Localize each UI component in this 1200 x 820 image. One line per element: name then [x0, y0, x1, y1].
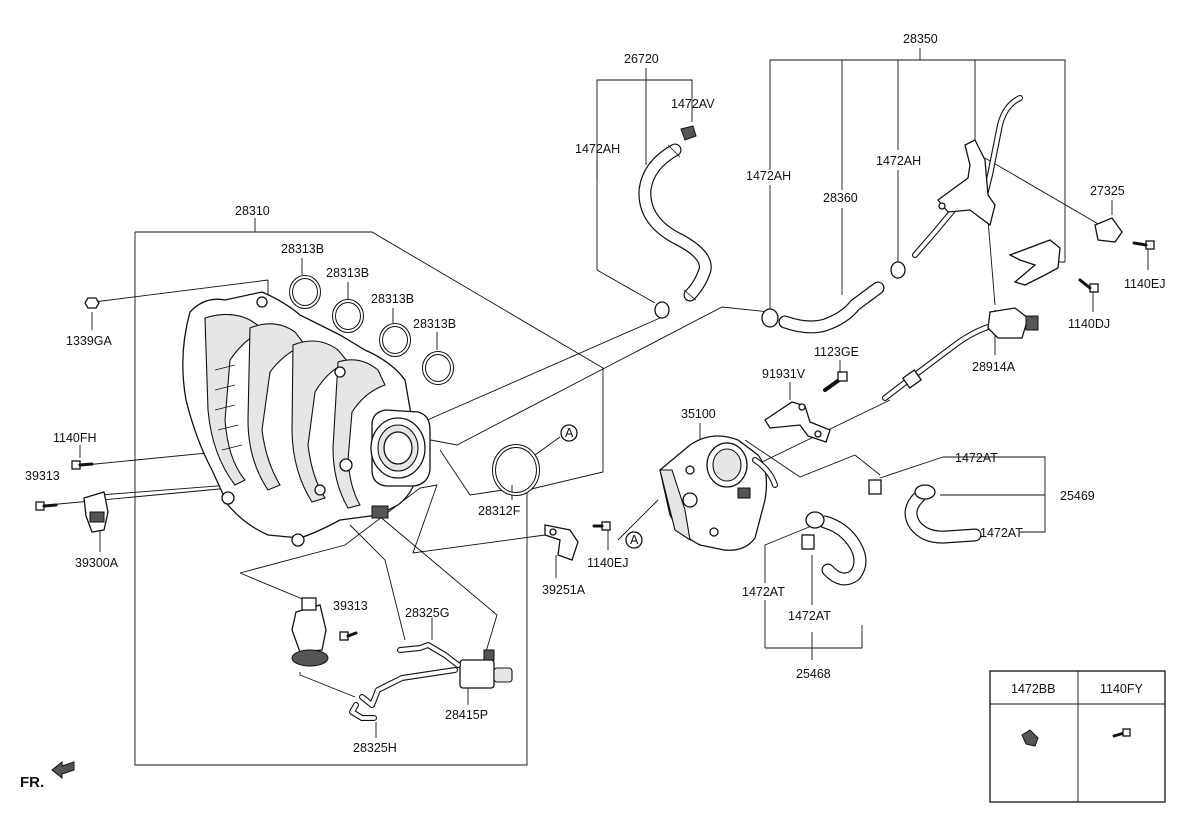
label-28415P: 28415P	[445, 708, 488, 722]
legend-table	[989, 670, 1166, 803]
label-1472AH-c: 1472AH	[876, 154, 921, 168]
label-39251A: 39251A	[542, 583, 586, 597]
throttle-gasket	[492, 444, 540, 496]
vacuum-tubes	[349, 642, 461, 721]
label-25469: 25469	[1060, 489, 1095, 503]
label-28325H: 28325H	[353, 741, 397, 755]
label-1472AT-d: 1472AT	[788, 609, 831, 623]
leader-lines	[47, 48, 1149, 766]
mounting-bracket	[544, 524, 579, 561]
label-28313B-a: 28313B	[281, 242, 324, 256]
label-1140DJ: 1140DJ	[1068, 317, 1110, 331]
manifold-pressure-sensor	[291, 597, 329, 667]
wiring-bracket	[764, 401, 831, 443]
coolant-hose-upper	[868, 479, 982, 544]
coolant-hose-lower	[801, 511, 867, 586]
legend-header-1140FY: 1140FY	[1100, 682, 1144, 696]
fasteners	[35, 240, 1155, 641]
label-28312F: 28312F	[478, 504, 521, 518]
purge-solenoid	[459, 649, 513, 689]
label-1472AT-a: 1472AT	[955, 451, 998, 465]
label-1472AV: 1472AV	[671, 97, 715, 111]
label-1140FH: 1140FH	[53, 431, 97, 445]
breather-hose	[638, 125, 712, 319]
label-1472AT-b: 1472AT	[980, 526, 1023, 540]
label-1339GA: 1339GA	[66, 334, 113, 348]
label-35100: 35100	[681, 407, 716, 421]
label-39300A: 39300A	[75, 556, 119, 570]
cam-position-sensor	[83, 491, 109, 533]
label-39313-b: 39313	[333, 599, 368, 613]
callout-markers	[560, 424, 643, 549]
label-28914A: 28914A	[972, 360, 1016, 374]
part-labels: 26720 1472AV 1472AH 28350 1472AH 28360 1…	[20, 32, 1165, 791]
label-1140EJ-b: 1140EJ	[587, 556, 628, 570]
throttle-body	[659, 435, 778, 551]
bolt-icon	[1112, 728, 1131, 738]
intake-manifold	[182, 291, 431, 547]
pcv-hose-assembly	[761, 95, 1123, 401]
callout-a-2: A	[630, 533, 639, 547]
label-1472AH-a: 1472AH	[575, 142, 620, 156]
front-direction-arrow	[51, 760, 75, 780]
intake-gaskets	[289, 275, 454, 385]
label-1140EJ-a: 1140EJ	[1124, 277, 1165, 291]
label-28310: 28310	[235, 204, 270, 218]
label-91931V: 91931V	[762, 367, 806, 381]
label-28313B-b: 28313B	[326, 266, 369, 280]
hose-clip-icon	[1021, 729, 1039, 747]
legend-header-1472BB: 1472BB	[1011, 682, 1055, 696]
label-28313B-d: 28313B	[413, 317, 456, 331]
label-28313B-c: 28313B	[371, 292, 414, 306]
label-1123GE: 1123GE	[814, 345, 859, 359]
label-28360: 28360	[823, 191, 858, 205]
label-39313-a: 39313	[25, 469, 60, 483]
label-27325: 27325	[1090, 184, 1125, 198]
label-1472AT-c: 1472AT	[742, 585, 785, 599]
label-28350: 28350	[903, 32, 938, 46]
label-25468: 25468	[796, 667, 831, 681]
front-label: FR.	[20, 774, 44, 791]
callout-a-1: A	[565, 426, 574, 440]
label-26720: 26720	[624, 52, 659, 66]
label-28325G: 28325G	[405, 606, 449, 620]
label-1472AH-b: 1472AH	[746, 169, 791, 183]
